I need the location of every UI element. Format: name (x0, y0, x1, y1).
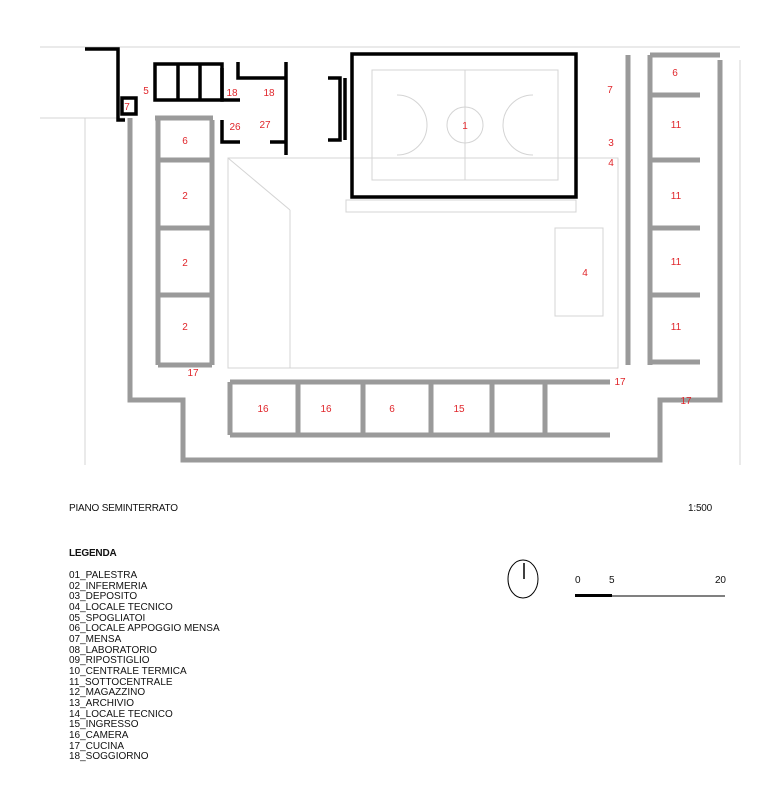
room-label: 17 (187, 368, 199, 379)
room-label: 6 (182, 136, 188, 147)
north-arrow-icon (507, 559, 539, 599)
room-label: 17 (614, 377, 626, 388)
room-label: 2 (182, 258, 188, 269)
room-label: 1 (462, 121, 468, 132)
thin-context-lines (40, 46, 741, 465)
legend-item: 12_MAGAZZINO (69, 687, 146, 699)
new-walls (85, 47, 578, 199)
legend-item: 14_LOCALE TECNICO (69, 708, 173, 720)
legend-item: 06_LOCALE APPOGGIO MENSA (69, 623, 220, 635)
old-walls (127, 52, 723, 463)
scale-label-5: 5 (609, 575, 615, 586)
room-label: 7 (607, 85, 613, 96)
scale-ratio: 1:500 (688, 503, 713, 514)
scale-label-20: 20 (715, 575, 726, 586)
plan-title: PIANO SEMINTERRATO (69, 503, 178, 514)
room-label: 7 (124, 102, 130, 113)
legend-item: 09_RIPOSTIGLIO (69, 655, 150, 667)
room-label: 6 (389, 404, 395, 415)
room-label: 15 (453, 404, 465, 415)
legend-item: 11_SOTTOCENTRALE (69, 676, 173, 688)
room-label: 16 (320, 404, 332, 415)
room-label: 6 (672, 68, 678, 79)
room-label: 11 (671, 257, 682, 268)
legend-item: 18_SOGGIORNO (69, 751, 149, 763)
room-label: 11 (671, 191, 682, 202)
room-label: 16 (257, 404, 269, 415)
room-label: 18 (226, 88, 238, 99)
legend-item: 03_DEPOSITO (69, 591, 138, 603)
scale-label-0: 0 (575, 575, 581, 586)
legend-title: LEGENDA (69, 548, 117, 559)
legend-item: 08_LABORATORIO (69, 644, 157, 656)
legend-item: 04_LOCALE TECNICO (69, 601, 173, 613)
legend-item: 02_INFERMERIA (69, 580, 148, 592)
room-label: 27 (259, 120, 271, 131)
legend-item: 10_CENTRALE TERMICA (69, 665, 187, 677)
room-label: 2 (182, 191, 188, 202)
room-label: 11 (671, 120, 682, 131)
legend-item: 17_CUCINA (69, 740, 125, 752)
legend-item: 13_ARCHIVIO (69, 697, 135, 709)
legend-item: 05_SPOGLIATOI (69, 612, 146, 624)
room-label: 4 (582, 268, 588, 279)
scale-bar (575, 594, 725, 597)
legend-item: 16_CAMERA (69, 729, 129, 741)
room-label: 2 (182, 322, 188, 333)
room-label: 3 (608, 138, 614, 149)
room-label: 11 (671, 322, 682, 333)
room-label: 26 (229, 122, 241, 133)
room-label: 5 (143, 86, 149, 97)
room-label: 18 (263, 88, 275, 99)
legend-item: 07_MENSA (69, 633, 122, 645)
room-label: 4 (608, 158, 614, 169)
legend-item: 15_INGRESSO (69, 719, 139, 731)
legend-item: 01_PALESTRA (69, 570, 138, 581)
room-label: 17 (680, 396, 692, 407)
